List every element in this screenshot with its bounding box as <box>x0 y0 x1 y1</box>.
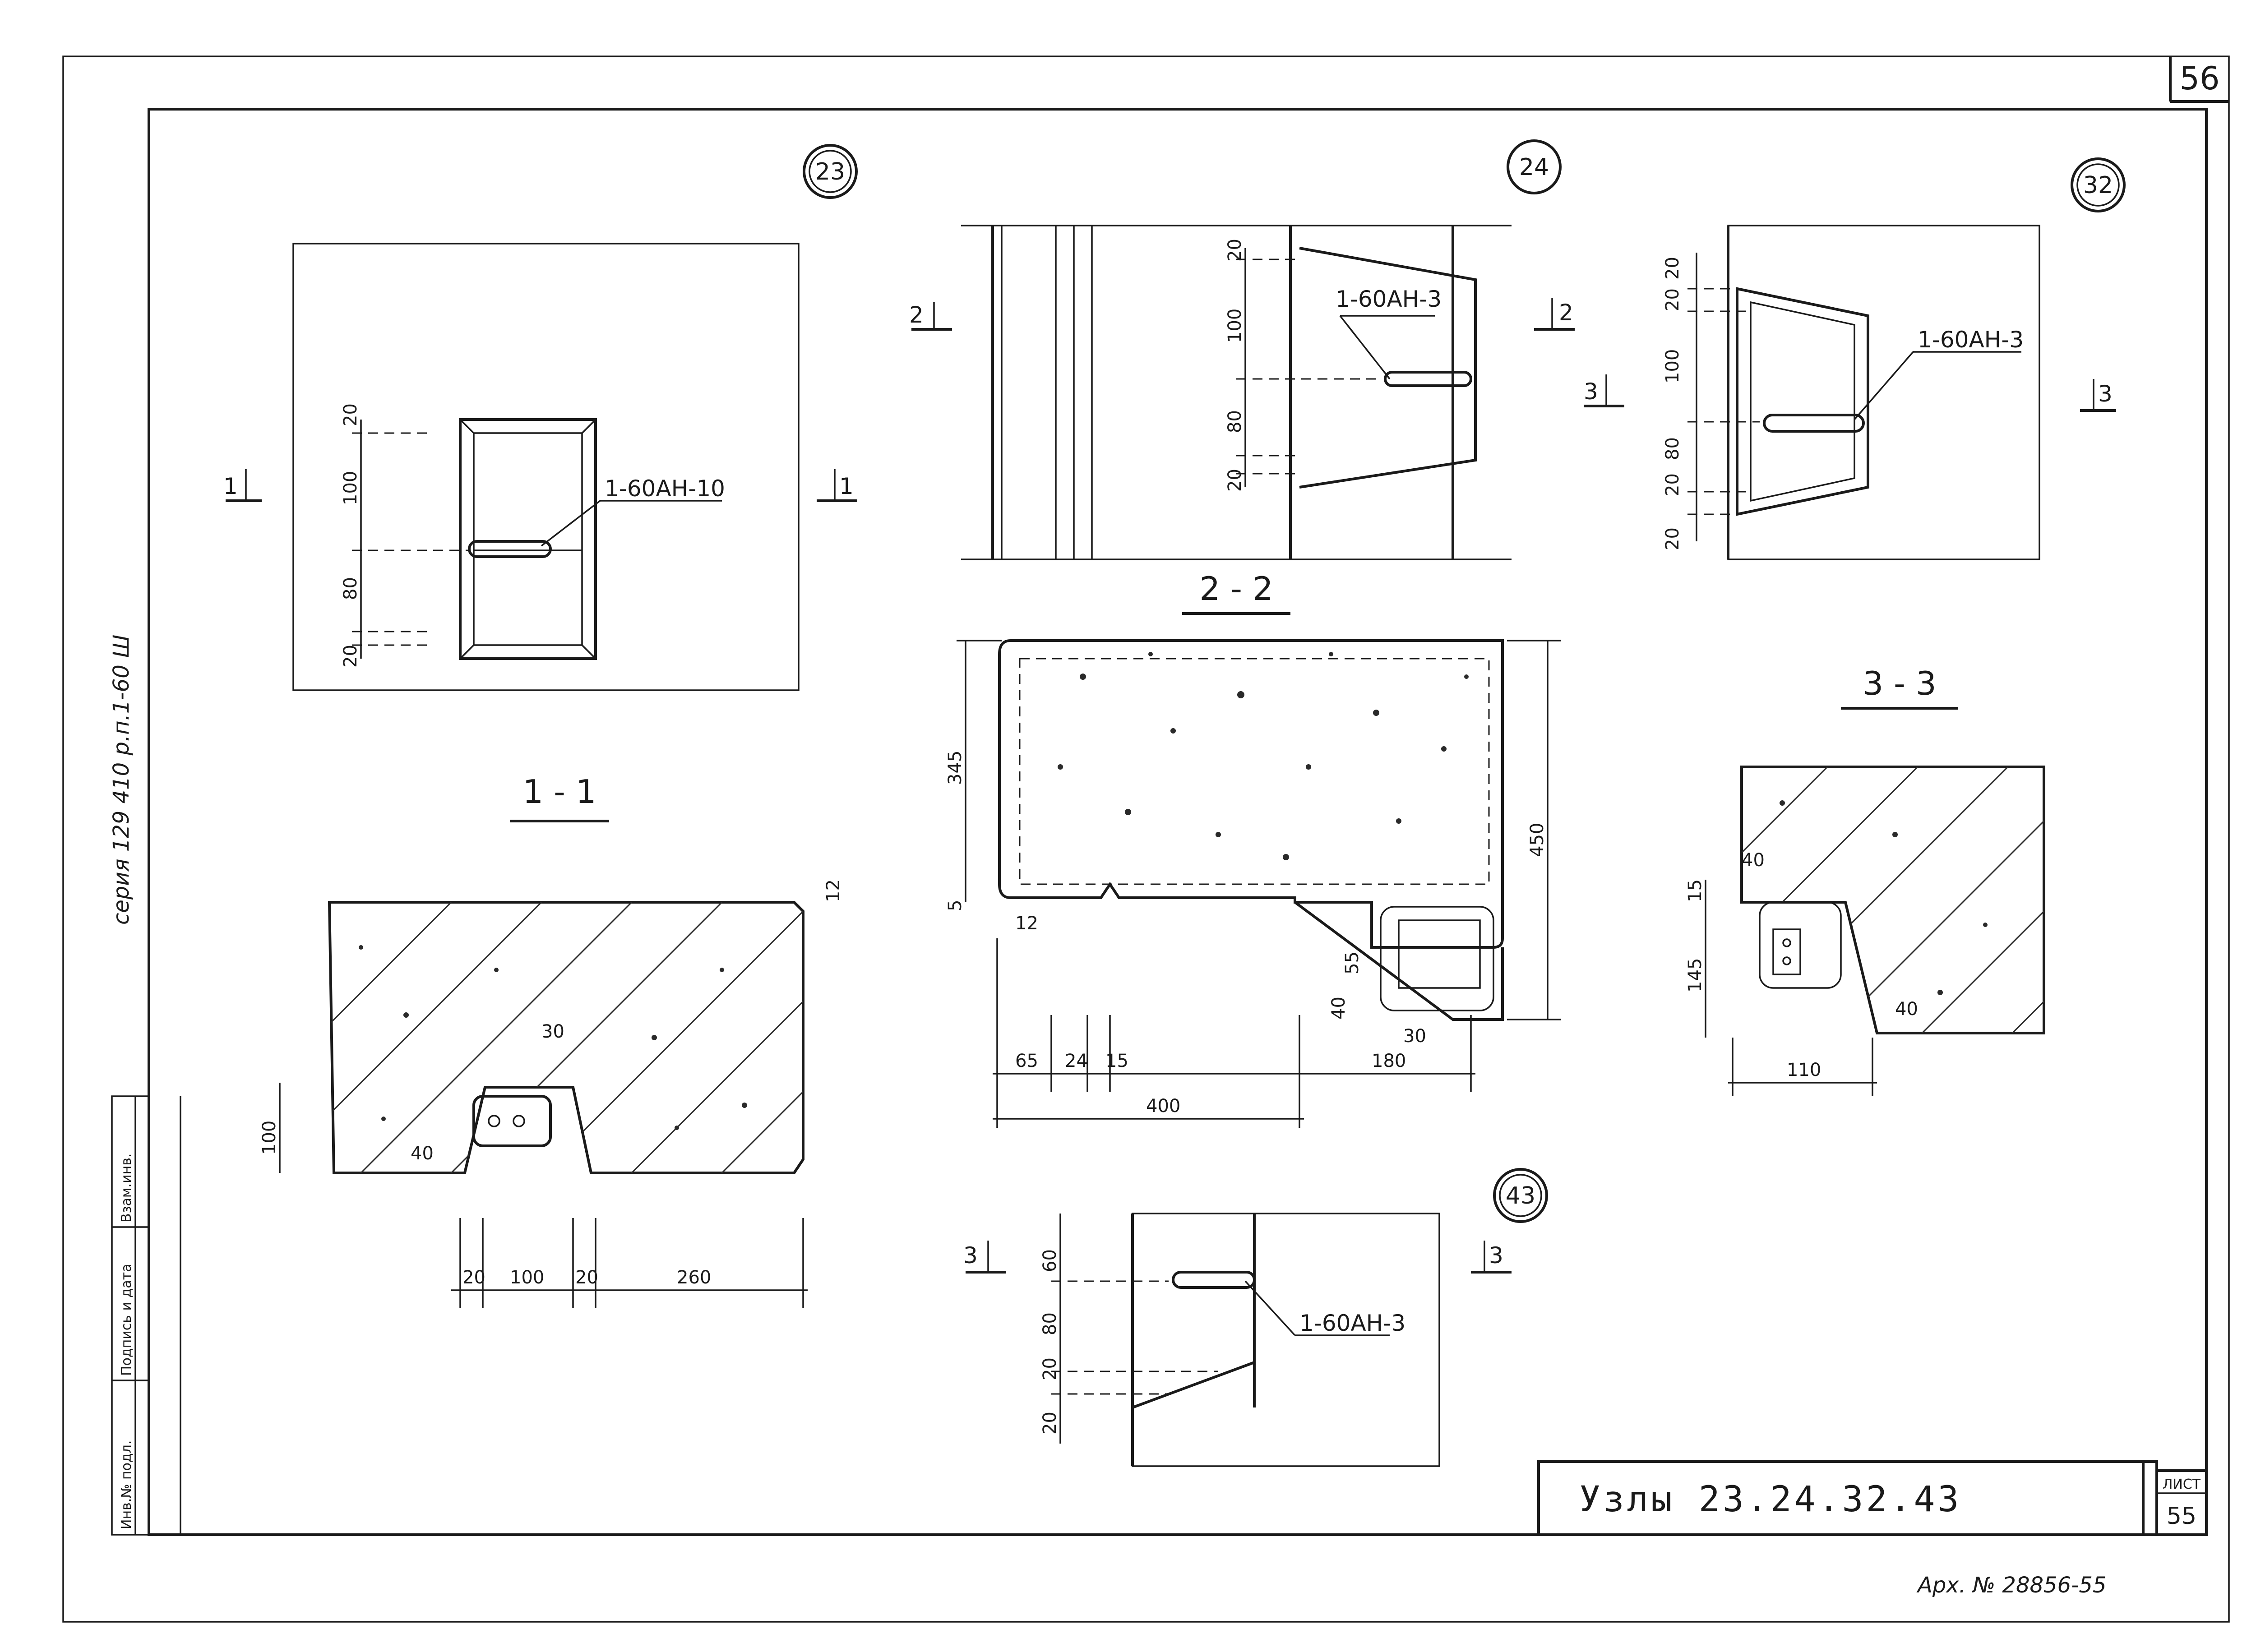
svg-text:20: 20 <box>1040 1412 1060 1435</box>
section-1-1: 1 - 1 <box>259 773 844 1308</box>
svg-text:55: 55 <box>1342 951 1363 974</box>
node-32-number: 32 <box>2083 172 2113 199</box>
svg-text:110: 110 <box>1787 1060 1821 1080</box>
svg-text:345: 345 <box>945 751 966 785</box>
section-2-2-label: 2 - 2 <box>1199 570 1273 608</box>
svg-text:40: 40 <box>411 1143 434 1164</box>
svg-text:100: 100 <box>1225 309 1245 343</box>
section-3-3-label: 3 - 3 <box>1863 664 1936 702</box>
svg-text:20: 20 <box>1662 527 1683 550</box>
svg-text:20: 20 <box>462 1267 485 1288</box>
svg-text:80: 80 <box>1225 410 1245 433</box>
node-43-number: 43 <box>1506 1182 1535 1209</box>
sheet-number: 55 <box>2167 1503 2196 1530</box>
svg-text:100: 100 <box>510 1267 544 1288</box>
node-43-cut-left: 3 <box>963 1242 978 1269</box>
sheet-title: Узлы 23.24.32.43 <box>1579 1479 1961 1520</box>
section-1-1-label: 1 - 1 <box>522 773 596 811</box>
svg-text:260: 260 <box>677 1267 711 1288</box>
svg-text:20: 20 <box>1662 288 1683 311</box>
svg-text:40: 40 <box>1742 850 1765 871</box>
svg-text:80: 80 <box>340 577 361 600</box>
node-32-cut-right: 3 <box>2098 381 2113 407</box>
svg-text:15: 15 <box>1685 879 1706 902</box>
svg-text:100: 100 <box>340 471 361 505</box>
node-43: 43 1-60АН-3 60 80 20 20 3 3 <box>963 1168 1548 1467</box>
section-2-2-aggregate <box>1058 652 1469 860</box>
svg-text:20: 20 <box>340 403 361 426</box>
stamp-cell-1: Инв.№ подл. <box>119 1440 134 1529</box>
svg-text:180: 180 <box>1372 1051 1406 1071</box>
svg-text:145: 145 <box>1685 958 1706 992</box>
svg-text:15: 15 <box>1105 1051 1128 1071</box>
svg-text:100: 100 <box>259 1121 280 1155</box>
svg-text:12: 12 <box>823 879 844 902</box>
node-24-callout: 1-60АН-3 <box>1336 286 1442 312</box>
svg-text:20: 20 <box>1040 1357 1060 1380</box>
node-23-callout: 1-60АН-10 <box>605 475 725 502</box>
node-24-number: 24 <box>1519 154 1549 181</box>
svg-text:60: 60 <box>1040 1249 1060 1272</box>
svg-text:24: 24 <box>1065 1051 1088 1071</box>
svg-text:40: 40 <box>1328 997 1349 1020</box>
section-3-3: 3 - 3 15 145 40 40 110 <box>1685 664 2045 1096</box>
svg-text:450: 450 <box>1527 823 1548 857</box>
svg-text:20: 20 <box>1662 473 1683 496</box>
svg-text:65: 65 <box>1015 1051 1038 1071</box>
svg-text:20: 20 <box>575 1267 598 1288</box>
node-24: 24 1-60АН-3 20 100 80 20 2 2 <box>909 139 1575 560</box>
svg-text:80: 80 <box>1040 1312 1060 1335</box>
svg-text:12: 12 <box>1015 913 1038 934</box>
archive-number: Арх. № 28856-55 <box>1916 1573 2107 1598</box>
svg-text:20: 20 <box>1662 257 1683 280</box>
svg-text:5: 5 <box>945 900 966 911</box>
node-23-number: 23 <box>815 158 845 185</box>
series-label: серия 129 410 р.п.1-60 Ш <box>109 635 134 925</box>
svg-text:30: 30 <box>541 1021 564 1042</box>
svg-text:400: 400 <box>1146 1096 1180 1117</box>
svg-text:20: 20 <box>340 645 361 668</box>
node-24-cut-left: 2 <box>909 302 924 328</box>
node-24-cut-right: 2 <box>1559 300 1573 326</box>
node-43-callout: 1-60АН-3 <box>1299 1310 1405 1336</box>
node-23-cut-left: 1 <box>223 473 238 499</box>
title-block: Узлы 23.24.32.43 ЛИСТ 55 <box>1537 1460 2208 1536</box>
node-32: 32 1-60АН-3 20 20 100 80 20 20 3 3 <box>1584 157 2126 560</box>
node-23-cut-right: 1 <box>839 473 854 499</box>
svg-text:30: 30 <box>1403 1026 1426 1047</box>
page-number-box: 56 <box>2169 56 2229 103</box>
node-32-cut-left: 3 <box>1584 378 1598 405</box>
section-2-2: 2 - 2 345 5 450 12 <box>945 570 1561 1128</box>
node-32-callout: 1-60АН-3 <box>1918 327 2024 353</box>
section-1-1-hatching <box>329 902 803 1173</box>
node-43-cut-right: 3 <box>1489 1242 1503 1269</box>
svg-text:40: 40 <box>1895 999 1918 1020</box>
svg-text:20: 20 <box>1225 469 1245 492</box>
svg-text:80: 80 <box>1662 437 1683 460</box>
side-stamp: Инв.№ подл. Подпись и дата Взам.инв. <box>111 1095 181 1536</box>
page-number: 56 <box>2179 60 2219 97</box>
svg-text:20: 20 <box>1225 239 1245 262</box>
stamp-cell-3: Взам.инв. <box>119 1154 134 1223</box>
sheet-label: ЛИСТ <box>2163 1477 2201 1492</box>
node-23: 23 1-60АН-10 20 100 80 20 1 1 <box>223 144 858 691</box>
svg-text:100: 100 <box>1662 349 1683 383</box>
stamp-cell-2: Подпись и дата <box>119 1264 134 1376</box>
outer-frame <box>62 55 2230 1623</box>
